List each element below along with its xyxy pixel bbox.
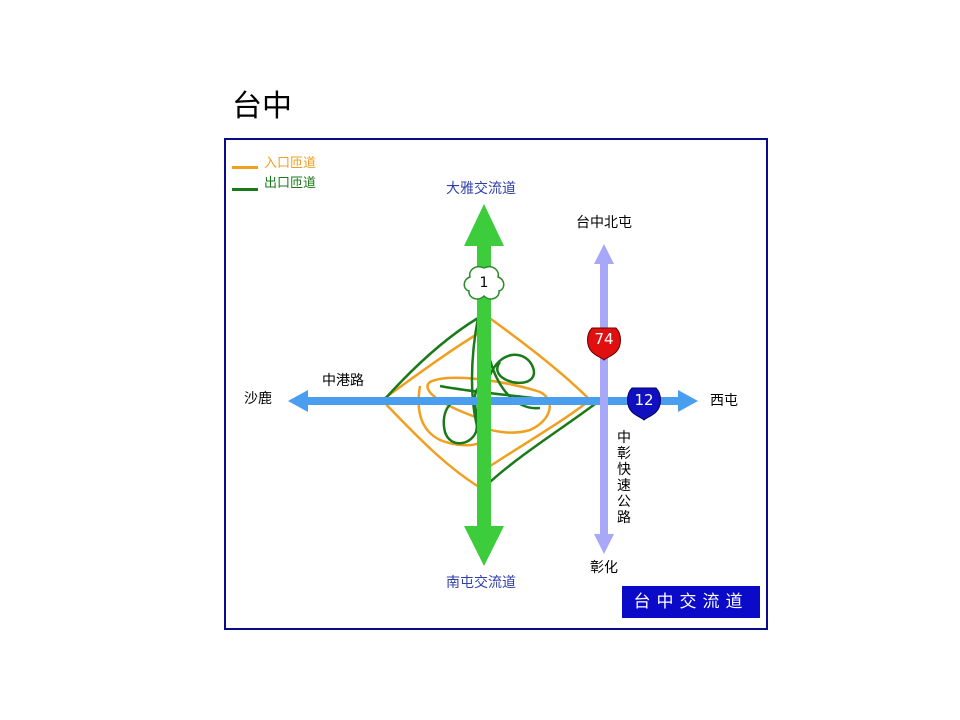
page-title: 台中 — [232, 89, 292, 124]
expressway-road — [594, 244, 614, 554]
expressway-name-char: 中 — [617, 430, 631, 446]
exit-legend-label: 出口匝道 — [264, 176, 317, 191]
expressway-name-char: 速 — [617, 478, 631, 494]
freeway-shield-icon: 1 — [463, 265, 505, 300]
route-12-shield-icon: 12 — [627, 387, 661, 421]
exit-legend-swatch — [232, 188, 258, 191]
north-destination-label: 大雅交流道 — [446, 181, 516, 197]
route-12-number: 12 — [634, 391, 653, 409]
entrance-ramps — [381, 312, 591, 492]
entrance-legend-swatch — [232, 166, 258, 169]
route-74-number: 74 — [594, 330, 613, 348]
expressway-north-label: 台中北屯 — [576, 215, 632, 231]
freeway-road — [464, 204, 504, 566]
expressway-south-label: 彰化 — [590, 560, 618, 576]
expressway-name-text: 中彰快速公路 — [616, 430, 632, 526]
expressway-name-char: 快 — [617, 462, 631, 478]
east-west-road — [288, 390, 698, 412]
south-destination-label: 南屯交流道 — [446, 575, 516, 591]
expressway-name-char: 公 — [617, 494, 631, 510]
freeway-shield-number: 1 — [480, 275, 489, 291]
expressway-name-label: 中彰快速公路 — [616, 430, 632, 526]
expressway-name-char: 彰 — [617, 446, 631, 462]
expressway-name-char: 路 — [617, 510, 631, 526]
interchange-name-badge: 台中交流道 — [622, 586, 760, 618]
entrance-legend-label: 入口匝道 — [264, 156, 317, 171]
east-destination-label: 西屯 — [710, 393, 738, 409]
west-road-label: 中港路 — [322, 373, 364, 389]
west-destination-label: 沙鹿 — [244, 391, 272, 407]
route-74-shield-icon: 74 — [587, 327, 621, 361]
map-frame — [224, 138, 768, 630]
